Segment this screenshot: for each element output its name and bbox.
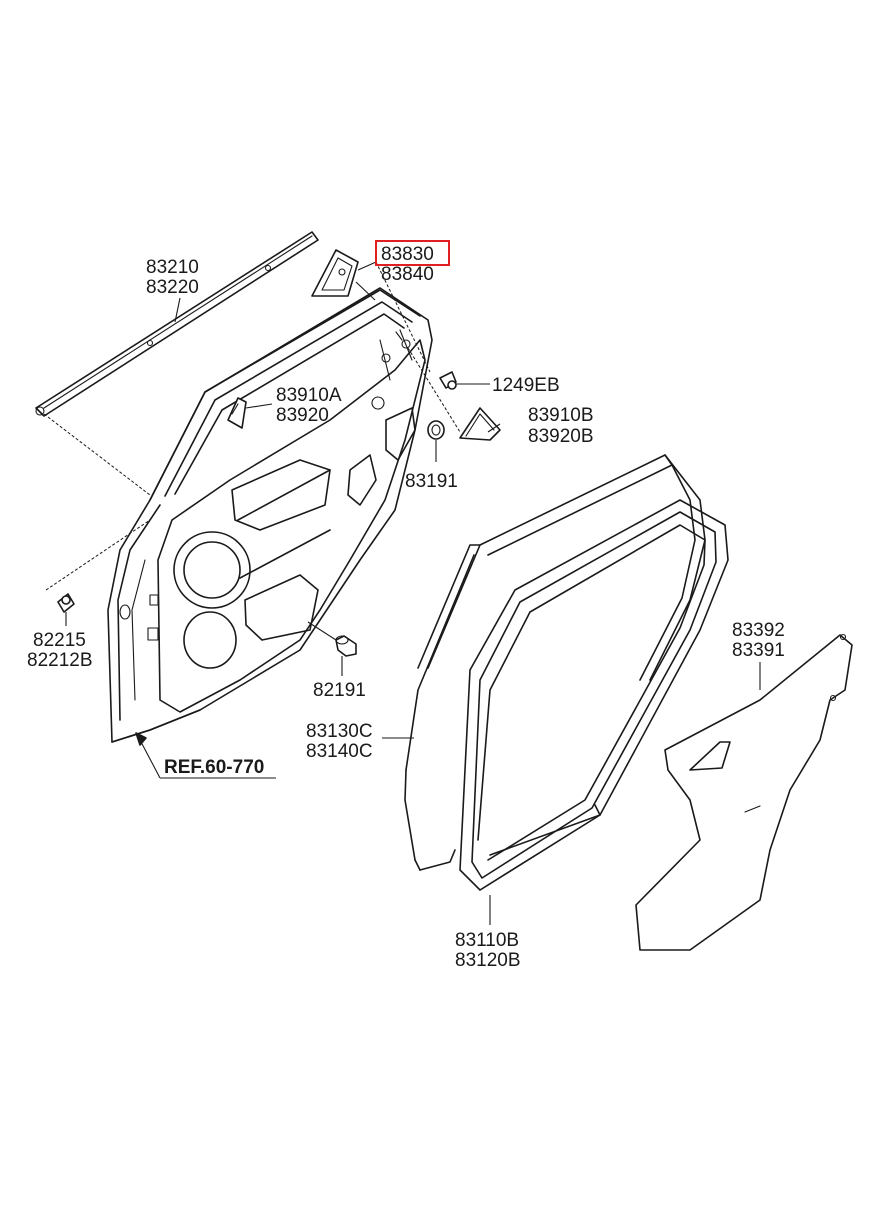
grommet-83191[interactable] xyxy=(427,420,445,440)
label-83130c[interactable]: 83130C xyxy=(306,721,373,742)
door-panel[interactable] xyxy=(107,287,433,743)
label-82191[interactable]: 82191 xyxy=(313,680,366,701)
label-83392[interactable]: 83392 xyxy=(732,620,785,641)
label-83191[interactable]: 83191 xyxy=(405,471,458,492)
label-83210[interactable]: 83210 xyxy=(146,257,199,278)
label-83391[interactable]: 83391 xyxy=(732,640,785,661)
label-83830[interactable]: 83830 xyxy=(381,244,434,265)
garnish-rear[interactable] xyxy=(459,407,501,441)
label-83920b[interactable]: 83920B xyxy=(528,426,594,447)
bracket-front[interactable] xyxy=(227,397,247,429)
label-83110b[interactable]: 83110B xyxy=(455,930,519,951)
bolt-1249eb[interactable] xyxy=(439,371,457,390)
delta-moulding[interactable] xyxy=(311,249,359,297)
belt-weatherstrip[interactable] xyxy=(35,231,319,417)
label-83120b[interactable]: 83120B xyxy=(455,950,521,971)
door-side-weatherstrip[interactable] xyxy=(404,454,706,871)
clip-82215[interactable] xyxy=(57,593,75,613)
label-82212b[interactable]: 82212B xyxy=(27,650,93,671)
body-side-weatherstrip[interactable] xyxy=(459,499,729,891)
label-ref[interactable]: REF.60-770 xyxy=(164,757,264,778)
label-83910a[interactable]: 83910A xyxy=(276,385,342,406)
label-83910b[interactable]: 83910B xyxy=(528,405,594,426)
label-82215[interactable]: 82215 xyxy=(33,630,86,651)
label-83220[interactable]: 83220 xyxy=(146,277,199,298)
label-83920[interactable]: 83920 xyxy=(276,405,329,426)
highlight-box-83830 xyxy=(375,240,450,266)
plug-82191[interactable] xyxy=(335,635,357,657)
label-1249eb[interactable]: 1249EB xyxy=(492,375,560,396)
label-83840[interactable]: 83840 xyxy=(381,264,434,285)
label-83140c[interactable]: 83140C xyxy=(306,741,373,762)
door-trim-seal[interactable] xyxy=(635,633,853,951)
leader-lines xyxy=(43,261,761,925)
